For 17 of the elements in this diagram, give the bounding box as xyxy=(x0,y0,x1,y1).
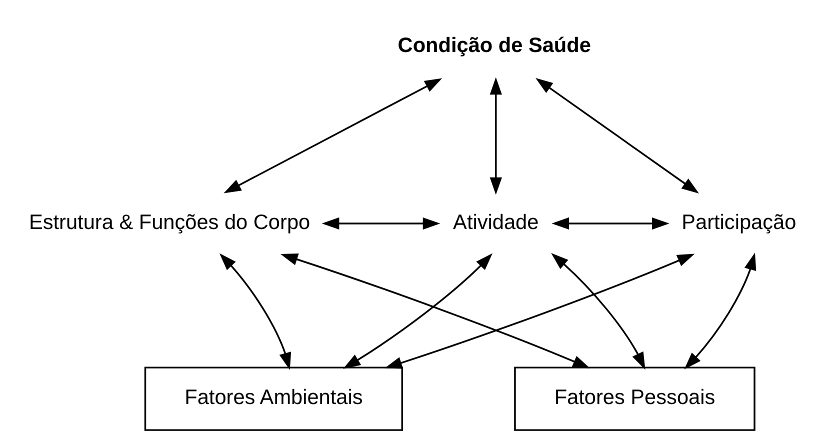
arrow xyxy=(343,253,493,369)
arrow xyxy=(224,78,442,194)
node-text: Participação xyxy=(682,210,796,234)
node-text: Condição de Saúde xyxy=(398,34,591,57)
arrow xyxy=(219,253,292,370)
node-text: Atividade xyxy=(453,210,539,234)
arrow xyxy=(384,254,695,369)
arrow xyxy=(551,253,646,370)
arrow xyxy=(536,78,699,194)
arrow xyxy=(684,252,756,370)
node-box: Fatores Pessoais xyxy=(514,366,756,431)
arrow xyxy=(280,254,590,368)
node-box: Fatores Ambientais xyxy=(144,366,404,431)
node-text: Estrutura & Funções do Corpo xyxy=(28,210,310,234)
arrow xyxy=(552,217,670,230)
arrow xyxy=(322,217,440,230)
arrow xyxy=(490,77,502,195)
